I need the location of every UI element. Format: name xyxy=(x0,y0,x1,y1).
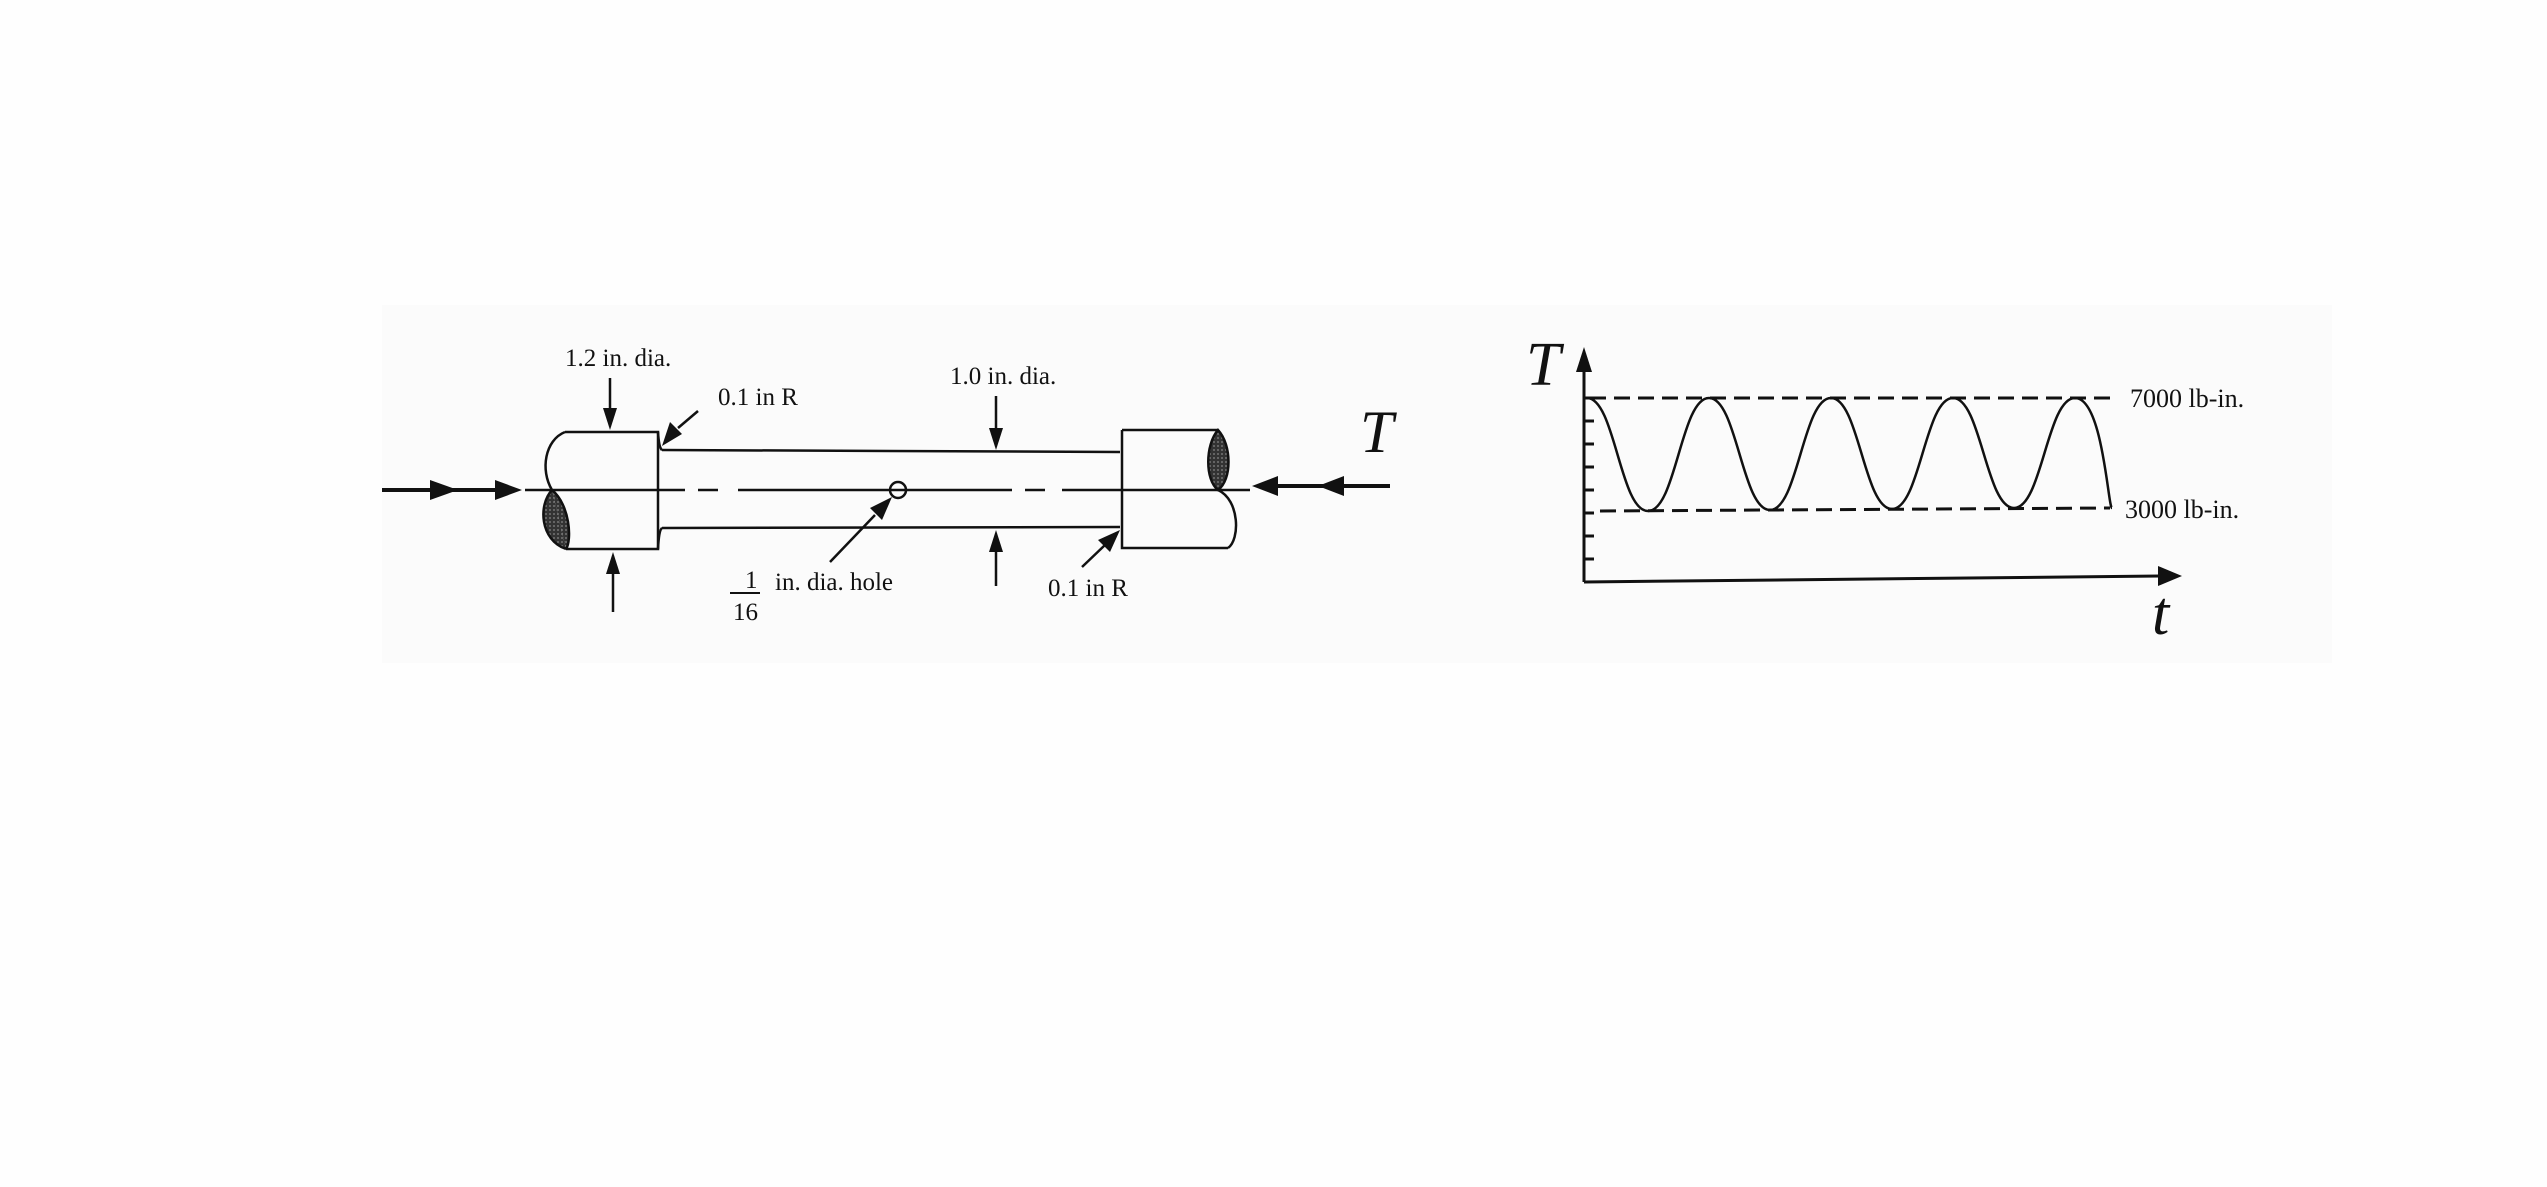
dim-arrow-large-bottom-icon xyxy=(606,552,620,612)
plot-x-label: t xyxy=(2152,580,2171,648)
min-reference-line xyxy=(1599,506,2111,513)
label-hole: in. dia. hole xyxy=(775,569,893,596)
left-load-arrows-icon xyxy=(382,480,522,500)
x-axis xyxy=(1583,574,2161,584)
hole-leader-arrow-icon xyxy=(829,497,892,563)
torque-curve xyxy=(1586,396,2114,513)
reduced-section xyxy=(656,431,1121,550)
label-hole-fraction-denominator: 16 xyxy=(733,599,758,626)
label-hole-fraction-numerator: 1 xyxy=(745,567,758,594)
x-axis-arrow-icon xyxy=(2158,566,2182,586)
left-shoulder xyxy=(542,430,660,551)
fillet-left-arrow-icon xyxy=(662,410,699,446)
min-torque-label: 3000 lb-in. xyxy=(2125,495,2239,524)
label-fillet-left: 0.1 in R xyxy=(718,384,798,411)
fillet-right-arrow-icon xyxy=(1081,530,1120,568)
shaft-diagram xyxy=(382,378,1390,612)
dim-arrow-small-top-icon xyxy=(989,396,1003,450)
label-large-diameter: 1.2 in. dia. xyxy=(565,345,671,372)
y-axis-arrow-icon xyxy=(1576,347,1592,372)
hole-icon xyxy=(888,480,908,500)
label-fillet-right: 0.1 in R xyxy=(1048,575,1128,602)
label-torque-symbol: T xyxy=(1360,399,1397,465)
dim-arrow-small-bottom-icon xyxy=(989,530,1003,586)
torque-plot xyxy=(1576,347,2182,586)
max-torque-label: 7000 lb-in. xyxy=(2130,384,2244,413)
plot-y-label: T xyxy=(1526,331,1565,399)
label-small-diameter: 1.0 in. dia. xyxy=(950,363,1056,390)
dim-arrow-large-top-icon xyxy=(603,378,617,430)
right-shoulder xyxy=(1120,428,1238,550)
right-load-arrows-icon xyxy=(1252,476,1390,496)
